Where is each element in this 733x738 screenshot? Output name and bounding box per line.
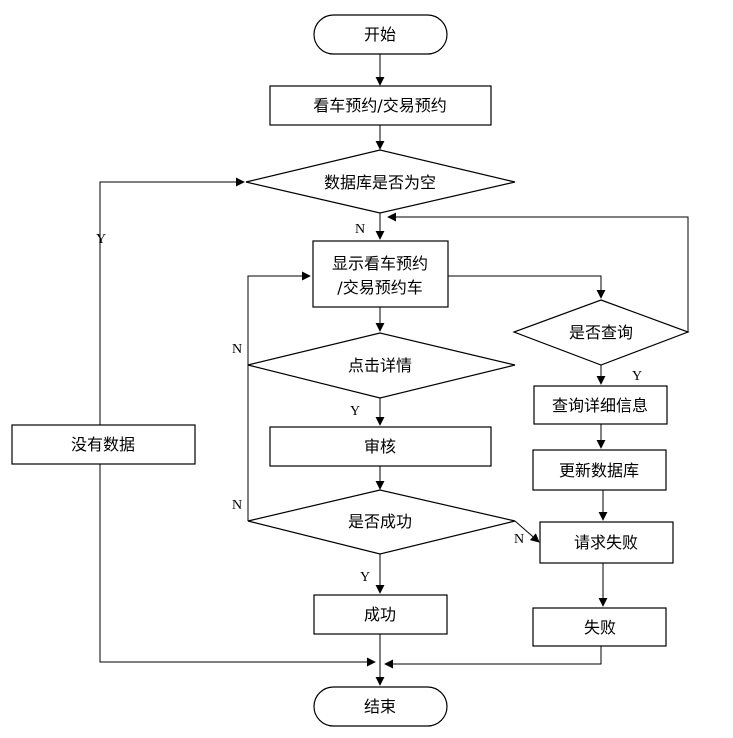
node-query-label: 是否查询 — [569, 323, 633, 342]
node-fail: 失败 — [532, 607, 667, 647]
node-review-label: 审核 — [364, 437, 396, 456]
label-n-success-right: N — [514, 532, 524, 547]
label-y-db-empty: Y — [96, 232, 106, 247]
nodes: 开始 看车预约/交易预约 数据库是否为空 显示看车预约 /交易预约车 是否查询 … — [11, 14, 690, 727]
node-start-label: 开始 — [364, 25, 396, 44]
node-show-label-line1: 显示看车预约 — [332, 254, 428, 273]
node-query-detail: 查询详细信息 — [533, 385, 668, 425]
node-update-db-label: 更新数据库 — [559, 461, 639, 480]
node-show-label-line2: /交易预约车 — [337, 278, 422, 297]
edge-no-data-to-end — [99, 464, 376, 667]
edge-show-to-query — [448, 275, 606, 299]
node-success: 成功 — [313, 594, 448, 635]
node-db-empty-label: 数据库是否为空 — [324, 173, 436, 192]
node-book-label: 看车预约/交易预约 — [313, 96, 446, 115]
node-no-data: 没有数据 — [11, 424, 196, 465]
edge-success-q-to-request-fail — [514, 520, 540, 543]
edge-labels: Y N N Y Y N N Y — [96, 222, 642, 585]
label-n-click-detail: N — [232, 342, 242, 357]
node-click-detail: 点击详情 — [247, 332, 516, 399]
node-end-label: 结束 — [364, 697, 396, 716]
node-book: 看车预约/交易预约 — [269, 85, 492, 126]
edge-query-no-loop — [387, 212, 689, 332]
label-y-query: Y — [632, 369, 642, 384]
node-end: 结束 — [313, 686, 448, 727]
node-query-detail-label: 查询详细信息 — [552, 396, 648, 415]
label-y-click-detail: Y — [350, 404, 360, 419]
node-db-empty: 数据库是否为空 — [245, 149, 516, 214]
node-request-fail-label: 请求失败 — [574, 533, 638, 552]
node-request-fail: 请求失败 — [539, 521, 674, 564]
edge-db-empty-yes-loop — [99, 177, 245, 425]
node-update-db: 更新数据库 — [532, 449, 667, 491]
label-n-db-empty: N — [355, 222, 365, 237]
node-success-q: 是否成功 — [247, 489, 516, 555]
label-n-success-left: N — [232, 498, 242, 513]
node-fail-label: 失败 — [584, 618, 616, 637]
edge-fail-to-end — [384, 646, 602, 669]
node-show: 显示看车预约 /交易预约车 — [312, 240, 449, 308]
label-y-success: Y — [360, 570, 370, 585]
node-success-label: 成功 — [364, 605, 396, 624]
node-click-detail-label: 点击详情 — [348, 356, 412, 375]
node-review: 审核 — [269, 426, 492, 467]
node-query: 是否查询 — [512, 299, 690, 366]
node-success-q-label: 是否成功 — [348, 512, 412, 531]
node-start: 开始 — [313, 14, 448, 55]
node-no-data-label: 没有数据 — [71, 435, 135, 454]
edges — [99, 54, 689, 686]
